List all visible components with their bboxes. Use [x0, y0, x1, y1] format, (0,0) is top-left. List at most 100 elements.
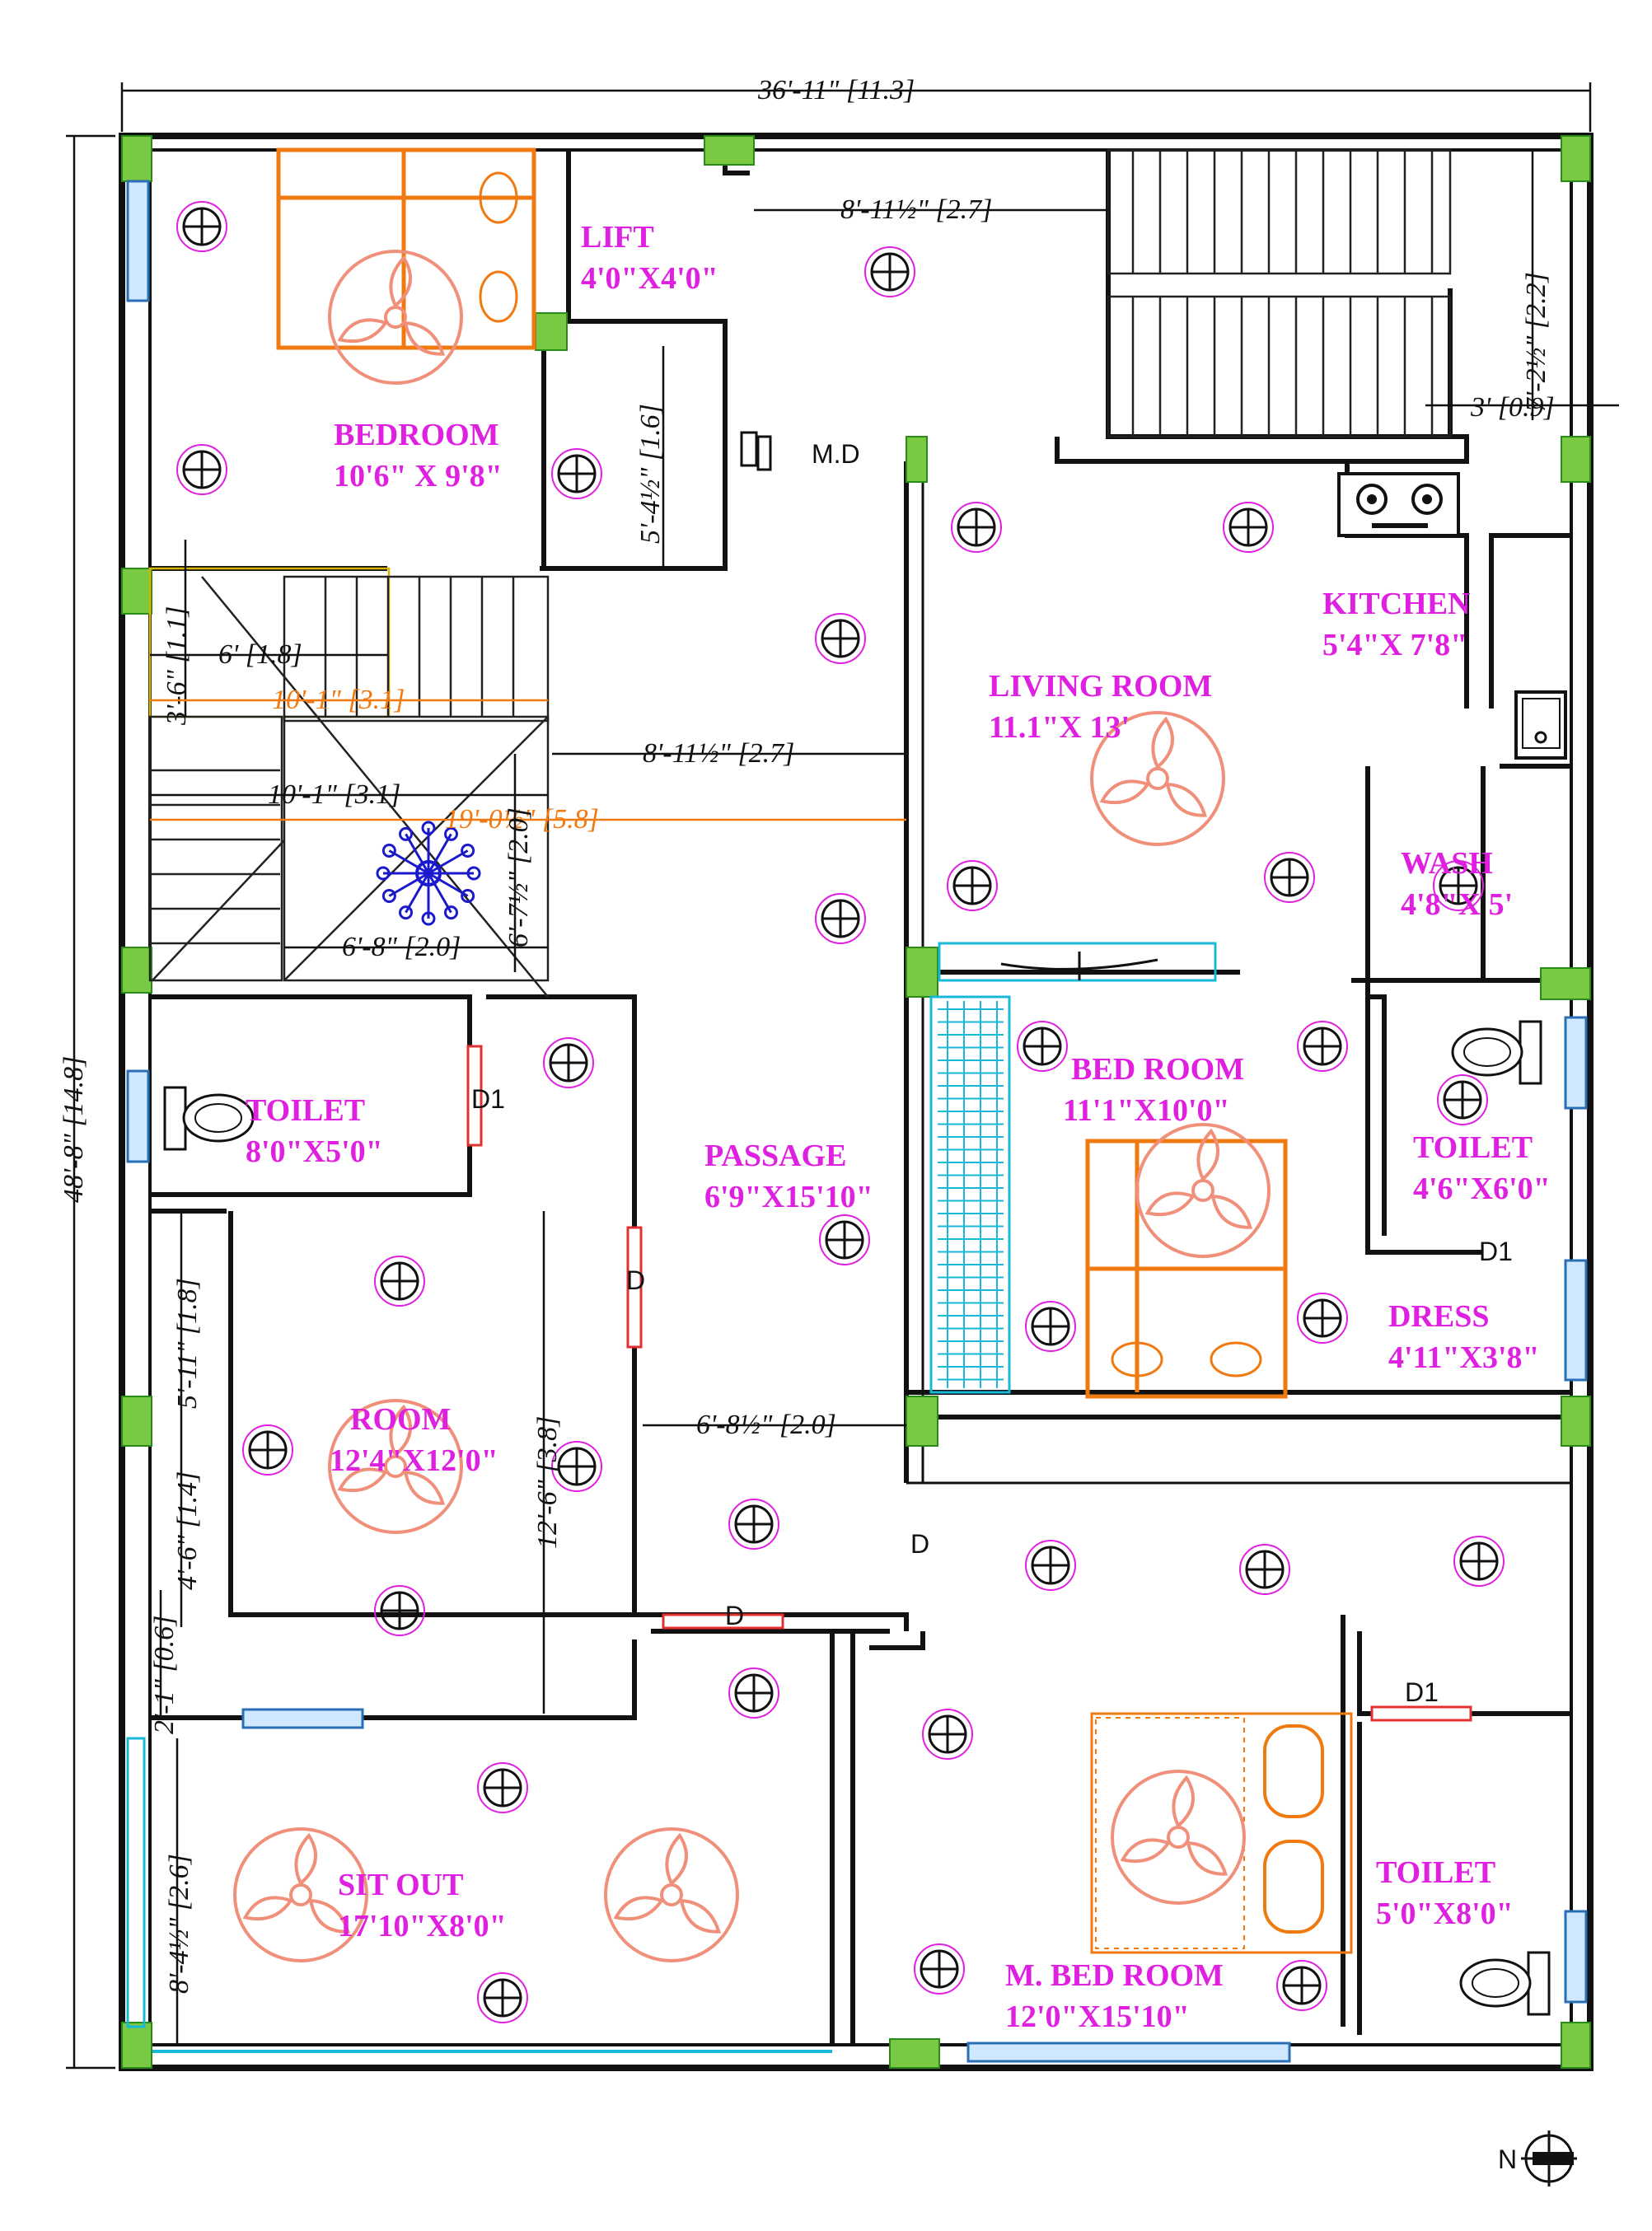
column [121, 2022, 152, 2069]
dim-room-side-1: 5'-11" [1.8] [172, 1278, 203, 1409]
tag-d-room: D [626, 1265, 645, 1295]
ceiling-light-icon [947, 860, 998, 911]
ceiling-light-icon [176, 444, 227, 495]
room-passage-size: 6'9"X15'10" [704, 1180, 873, 1214]
wardrobe-icon [929, 942, 1217, 1394]
wc-icon [163, 1086, 255, 1151]
ceiling-light-icon [815, 893, 866, 944]
ceiling-light-icon [728, 1667, 779, 1719]
dim-room-side-2: 4'-6" [1.4] [172, 1471, 203, 1590]
ceiling-light-icon [1264, 852, 1315, 903]
tag-d1-toilet3: D1 [1405, 1677, 1439, 1707]
windows [126, 180, 1588, 2063]
room-sitout-name: SIT OUT [338, 1868, 463, 1902]
north-label: N [1498, 2144, 1517, 2174]
dim-room-height: 12'-6" [3.8] [532, 1416, 563, 1549]
ceiling-light-icon [1453, 1536, 1505, 1587]
column [906, 947, 938, 998]
dim-stair-width-orange: 10'-1" [3.1] [272, 685, 405, 715]
room-toilet2-size: 4'6"X6'0" [1413, 1172, 1551, 1206]
ceiling-light-icon [551, 448, 602, 499]
doors [466, 431, 1472, 1722]
room-bedroom-size: 10'6" X 9'8" [334, 459, 503, 493]
ceiling-light-icon [477, 1762, 528, 1813]
room-kitchen-size: 5'4"X 7'8" [1322, 628, 1467, 662]
toilet-fixtures [163, 1020, 1551, 2016]
dim-sitout-depth: 8'-4½" [2.6] [164, 1854, 194, 1994]
room-bedroom2-size: 11'1"X10'0" [1063, 1093, 1230, 1128]
room-dress-name: DRESS [1388, 1299, 1490, 1334]
column [1561, 135, 1591, 182]
room-lift-size: 4'0"X4'0" [581, 261, 718, 296]
internal-dimensions: 8'-11½" [2.7] 7'-2½" [2.2] 3' [0.9] 5'-4… [149, 150, 1619, 2043]
dim-stair-width-right: 3' [0.9] [1470, 392, 1555, 423]
lift-door [740, 431, 758, 467]
ceiling-light-icon [551, 1441, 602, 1492]
ceiling-light-icon [1017, 1021, 1068, 1072]
ceiling-light-icon [1239, 1544, 1290, 1595]
column [535, 312, 568, 351]
ceiling-lights [176, 201, 1505, 2023]
room-mbed-name: M. BED ROOM [1005, 1958, 1224, 1993]
ceiling-light-icon [242, 1424, 293, 1476]
window [126, 1069, 150, 1163]
ceiling-light-icon [1025, 1540, 1076, 1591]
ceiling-light-icon [1433, 860, 1484, 911]
door-d-sitout [662, 1613, 784, 1630]
room-toilet1-name: TOILET [246, 1093, 365, 1128]
overall-width-label: 36'-11" [11.3] [757, 75, 915, 105]
room-bedroom2-name: BED ROOM [1071, 1052, 1244, 1087]
overall-height-label: 48'-8" [14.8] [58, 1056, 89, 1203]
column [1561, 2022, 1591, 2069]
tag-d1-toilet1: D1 [471, 1084, 505, 1114]
ceiling-fan-icon [1090, 711, 1225, 846]
room-passage-name: PASSAGE [704, 1139, 846, 1173]
room-dress-size: 4'11"X3'8" [1388, 1340, 1540, 1375]
wc-icon [1451, 1020, 1542, 1085]
column [704, 135, 755, 166]
ceiling-light-icon [1297, 1293, 1348, 1344]
ceiling-light-icon [951, 502, 1002, 553]
bed-icon [1090, 1712, 1353, 1954]
ceiling-fan-icon [328, 1399, 463, 1534]
column [121, 568, 152, 615]
tag-d-sitout: D [725, 1601, 744, 1630]
kitchen-fixtures [1337, 472, 1567, 760]
dim-stair-total-orange: 19'-0½" [5.8] [445, 804, 599, 835]
dim-stair-bottom: 6'-8" [2.0] [342, 932, 461, 962]
ceiling-light-icon [815, 613, 866, 664]
ceiling-light-icon [1297, 1021, 1348, 1072]
ceiling-fan-icon [233, 1827, 368, 1962]
tag-d-passage: D [910, 1529, 929, 1559]
room-living-name: LIVING ROOM [989, 669, 1212, 704]
ceiling-light-icon [1276, 1960, 1327, 2011]
dim-landing-width: 6' [1.8] [218, 639, 302, 670]
column [121, 1396, 152, 1447]
ceiling-fan-icon [1111, 1770, 1246, 1905]
north-arrow-icon: N [1498, 2130, 1577, 2187]
dim-landing-depth: 3'-6" [1.1] [161, 606, 192, 726]
ceiling-light-icon [1437, 1074, 1488, 1125]
main-door [756, 435, 772, 471]
staircase-top-right [1107, 148, 1452, 438]
ceiling-light-icon [1223, 502, 1274, 553]
ceiling-light-icon [543, 1037, 594, 1088]
room-mbed-size: 12'0"X15'10" [1005, 1999, 1190, 2034]
room-living-size: 11.1"X 13' [989, 710, 1130, 745]
room-wash-name: WASH [1401, 846, 1493, 881]
room-sitout-size: 17'10"X8'0" [338, 1909, 507, 1943]
dim-lift-lobby: 5'-4½" [1.6] [635, 404, 666, 544]
ceiling-light-icon [864, 246, 915, 297]
ceiling-light-icon [1025, 1301, 1076, 1352]
dim-passage-to-living: 8'-11½" [2.7] [643, 738, 794, 769]
window [1564, 1259, 1588, 1382]
room-bedroom-name: BEDROOM [334, 418, 499, 452]
dim-stair-run: 6'-7½" [2.0] [503, 807, 534, 947]
column [1561, 1396, 1591, 1447]
ceiling-fan-icon [604, 1827, 739, 1962]
wc-icon [1459, 1951, 1551, 2016]
dim-stair-width-black: 10'-1" [3.1] [268, 779, 400, 810]
door-d1-toilet [466, 1045, 483, 1147]
room-kitchen-name: KITCHEN [1322, 587, 1470, 621]
